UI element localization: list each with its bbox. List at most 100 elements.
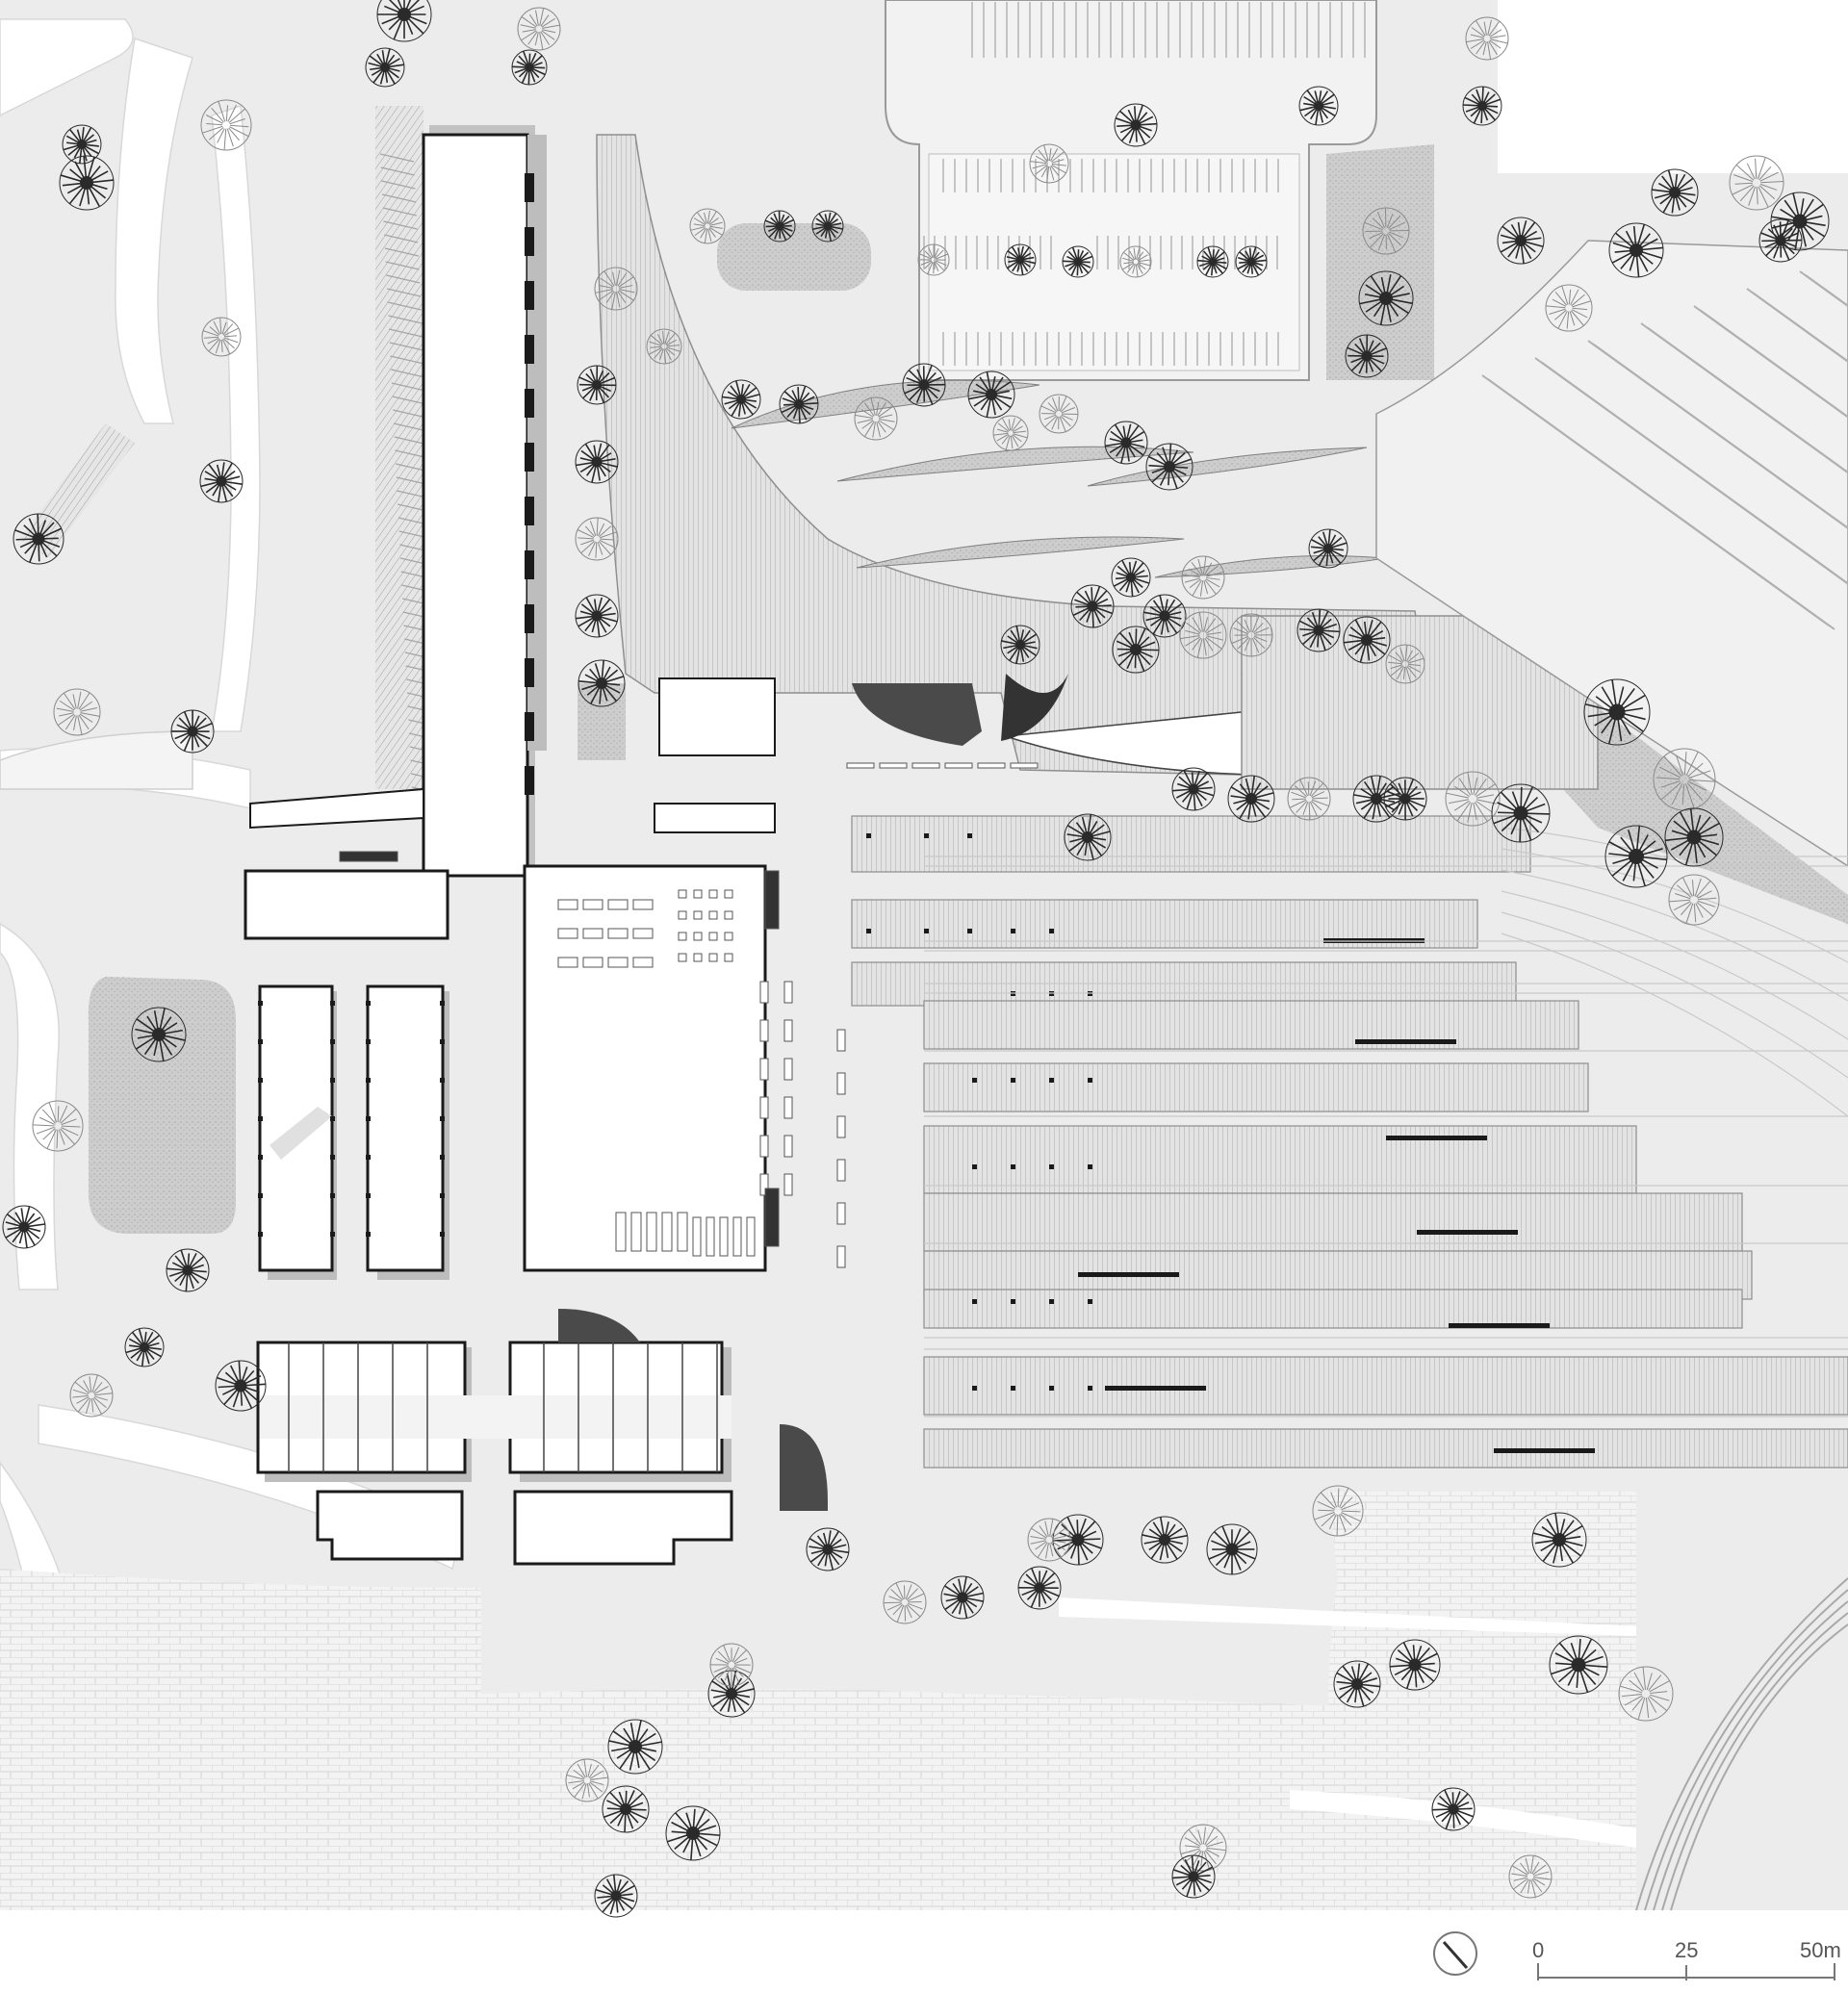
tree [594,267,638,311]
tree-branch [1093,607,1106,619]
tree [1343,616,1391,664]
tree-branch [1191,1854,1194,1874]
tree-branch [1235,620,1249,634]
tree-branch [724,1667,732,1681]
tree-branch [1044,1520,1049,1537]
tree-branch [743,399,757,409]
tree-branch [1234,1551,1247,1565]
tree-branch [603,1809,623,1819]
tree-branch [218,484,222,502]
tree-branch [927,262,934,274]
tree [1358,270,1414,326]
tree-branch [540,14,550,27]
tree-branch [1006,256,1018,261]
tree-branch [635,1720,642,1744]
tree-branch [580,539,595,546]
tree-branch [1116,124,1133,127]
tree-branch [1799,198,1805,217]
column [258,1193,263,1198]
tree-branch [1309,108,1319,120]
tree-branch [541,30,555,40]
tree-branch [224,480,243,485]
tree-branch [588,1782,599,1800]
tree-branch [1318,90,1322,104]
tree-branch [1360,1683,1380,1688]
tree-branch [767,226,779,232]
tree-branch [229,126,249,138]
tree-branch [1041,1588,1060,1597]
tree-branch [1143,611,1162,617]
tree-trunk [591,456,603,468]
tree-branch [1311,799,1329,807]
tree [940,1575,985,1620]
tree-branch [1239,261,1249,265]
tree-branch [1389,231,1404,239]
tree-canopy [1604,825,1668,888]
tree-branch [1130,579,1134,597]
tree-branch [1388,661,1403,665]
tree-branch [406,16,424,35]
tree-branch [1119,110,1135,124]
tree-branch [1199,261,1211,268]
tree-branch [61,1118,77,1126]
tree-trunk [1120,437,1132,448]
tree-branch [619,1749,634,1770]
tree-canopy [1389,1639,1441,1691]
table [557,957,578,968]
tree-branch [1483,21,1487,36]
tree-branch [1476,40,1486,55]
tree-branch [59,1105,68,1123]
tree-branch [612,271,616,286]
tree [1653,748,1716,811]
tree-branch [1142,1534,1162,1541]
tree [1070,584,1115,628]
tree-branch [1011,435,1019,447]
tree-branch [26,1228,40,1239]
tree-branch [1223,1552,1232,1569]
tree-branch [1159,1517,1166,1537]
tree-canopy [1119,245,1152,278]
tree-branch [146,1341,160,1347]
tree-branch [1656,777,1681,780]
tree-canopy [1114,103,1158,147]
tree-canopy [1171,767,1216,811]
tree-branch [7,1226,21,1231]
tree-branch [585,597,597,614]
tree [1064,813,1112,861]
tree-branch [734,380,741,397]
tree [575,517,619,561]
tree-branch [77,691,82,709]
tree-canopy [1583,678,1651,746]
tree-branch [963,1599,974,1614]
tree-branch [1355,799,1373,805]
tree-branch [1418,1652,1438,1664]
tree-branch [629,1723,636,1744]
tree-trunk [32,532,45,546]
tree-branch [1407,791,1422,799]
tree-branch [90,179,114,184]
tree-branch [93,1386,109,1394]
tree-branch [1757,157,1766,180]
tree-branch [626,1812,634,1829]
tree-branch [596,619,601,637]
tree-branch [1221,1525,1232,1546]
tree-branch [1171,1876,1191,1879]
tree-branch [200,481,218,488]
tree [1119,245,1152,278]
tree-canopy [1027,1518,1071,1562]
tree-branch [1043,414,1057,421]
tree-branch [1402,1642,1414,1662]
tree-trunk [18,1221,30,1233]
tree-branch [1476,783,1496,798]
tree-branch [1086,608,1092,623]
tree-branch [986,371,992,392]
tree-branch [1476,800,1494,813]
tree-branch [1076,1520,1079,1537]
tree-branch [1032,164,1047,169]
tree-branch [89,185,107,199]
roof-rib [1593,344,1848,529]
tree-branch [743,398,757,402]
tree [1389,1639,1441,1691]
tree-branch [618,1897,633,1910]
tree-branch [1525,812,1551,815]
